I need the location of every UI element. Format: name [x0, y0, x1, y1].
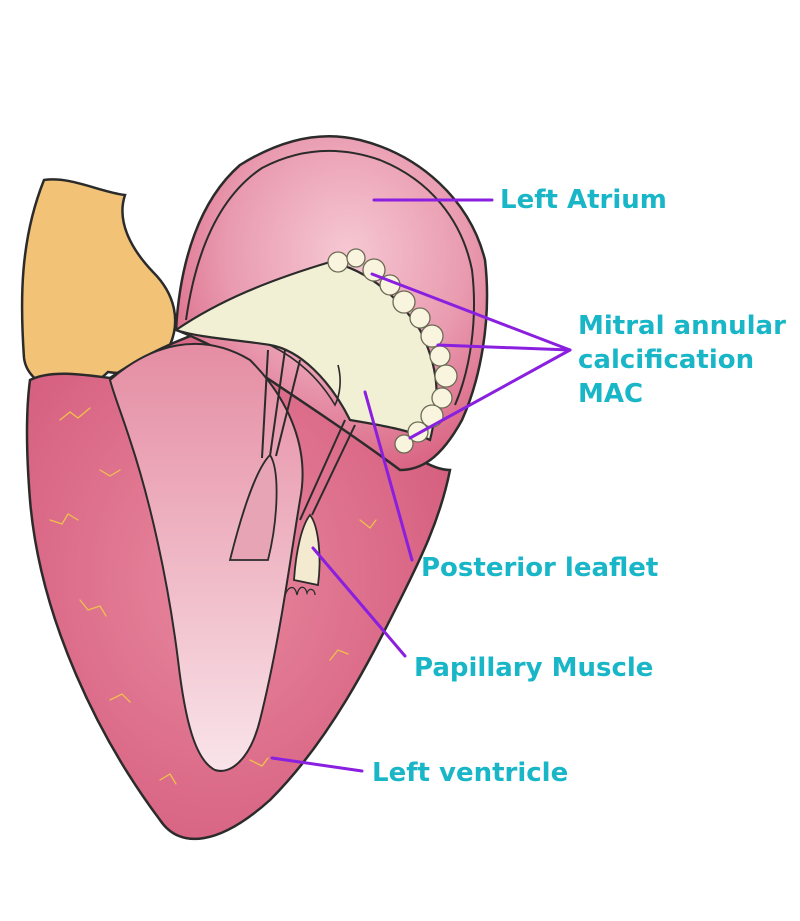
calcification-nodules: [327, 248, 458, 454]
leader-lines: [270, 198, 572, 773]
leader-left-ventricle: [270, 756, 364, 773]
leader-mac-upper: [370, 272, 572, 352]
surface-veins: [49, 407, 377, 785]
leaflet-fold: [269, 344, 341, 407]
papillary-muscle-posterior: [293, 513, 321, 587]
label-left-atrium: Left Atrium: [500, 185, 667, 215]
label-mac-line-1: Mitral annular: [578, 311, 786, 341]
leader-posterior-leaflet: [363, 390, 414, 562]
ventricle-cavity: [108, 342, 304, 772]
leader-papillary-muscle: [311, 546, 407, 658]
label-papillary-muscle: Papillary Muscle: [414, 653, 654, 683]
chordae-tendineae: [261, 349, 356, 521]
label-mac-line-2: calcification: [578, 345, 755, 375]
label-posterior-leaflet: Posterior leaflet: [421, 553, 659, 583]
leader-mac-middle: [436, 343, 572, 352]
atrium-inner-rim: [185, 149, 475, 406]
label-left-ventricle: Left ventricle: [372, 758, 569, 788]
leader-mac-lower: [408, 348, 572, 440]
label-mitral-annular-calcification: Mitral annular calcification MAC: [578, 309, 786, 411]
label-mac-line-3: MAC: [578, 379, 644, 409]
artist-signature: [284, 586, 316, 596]
